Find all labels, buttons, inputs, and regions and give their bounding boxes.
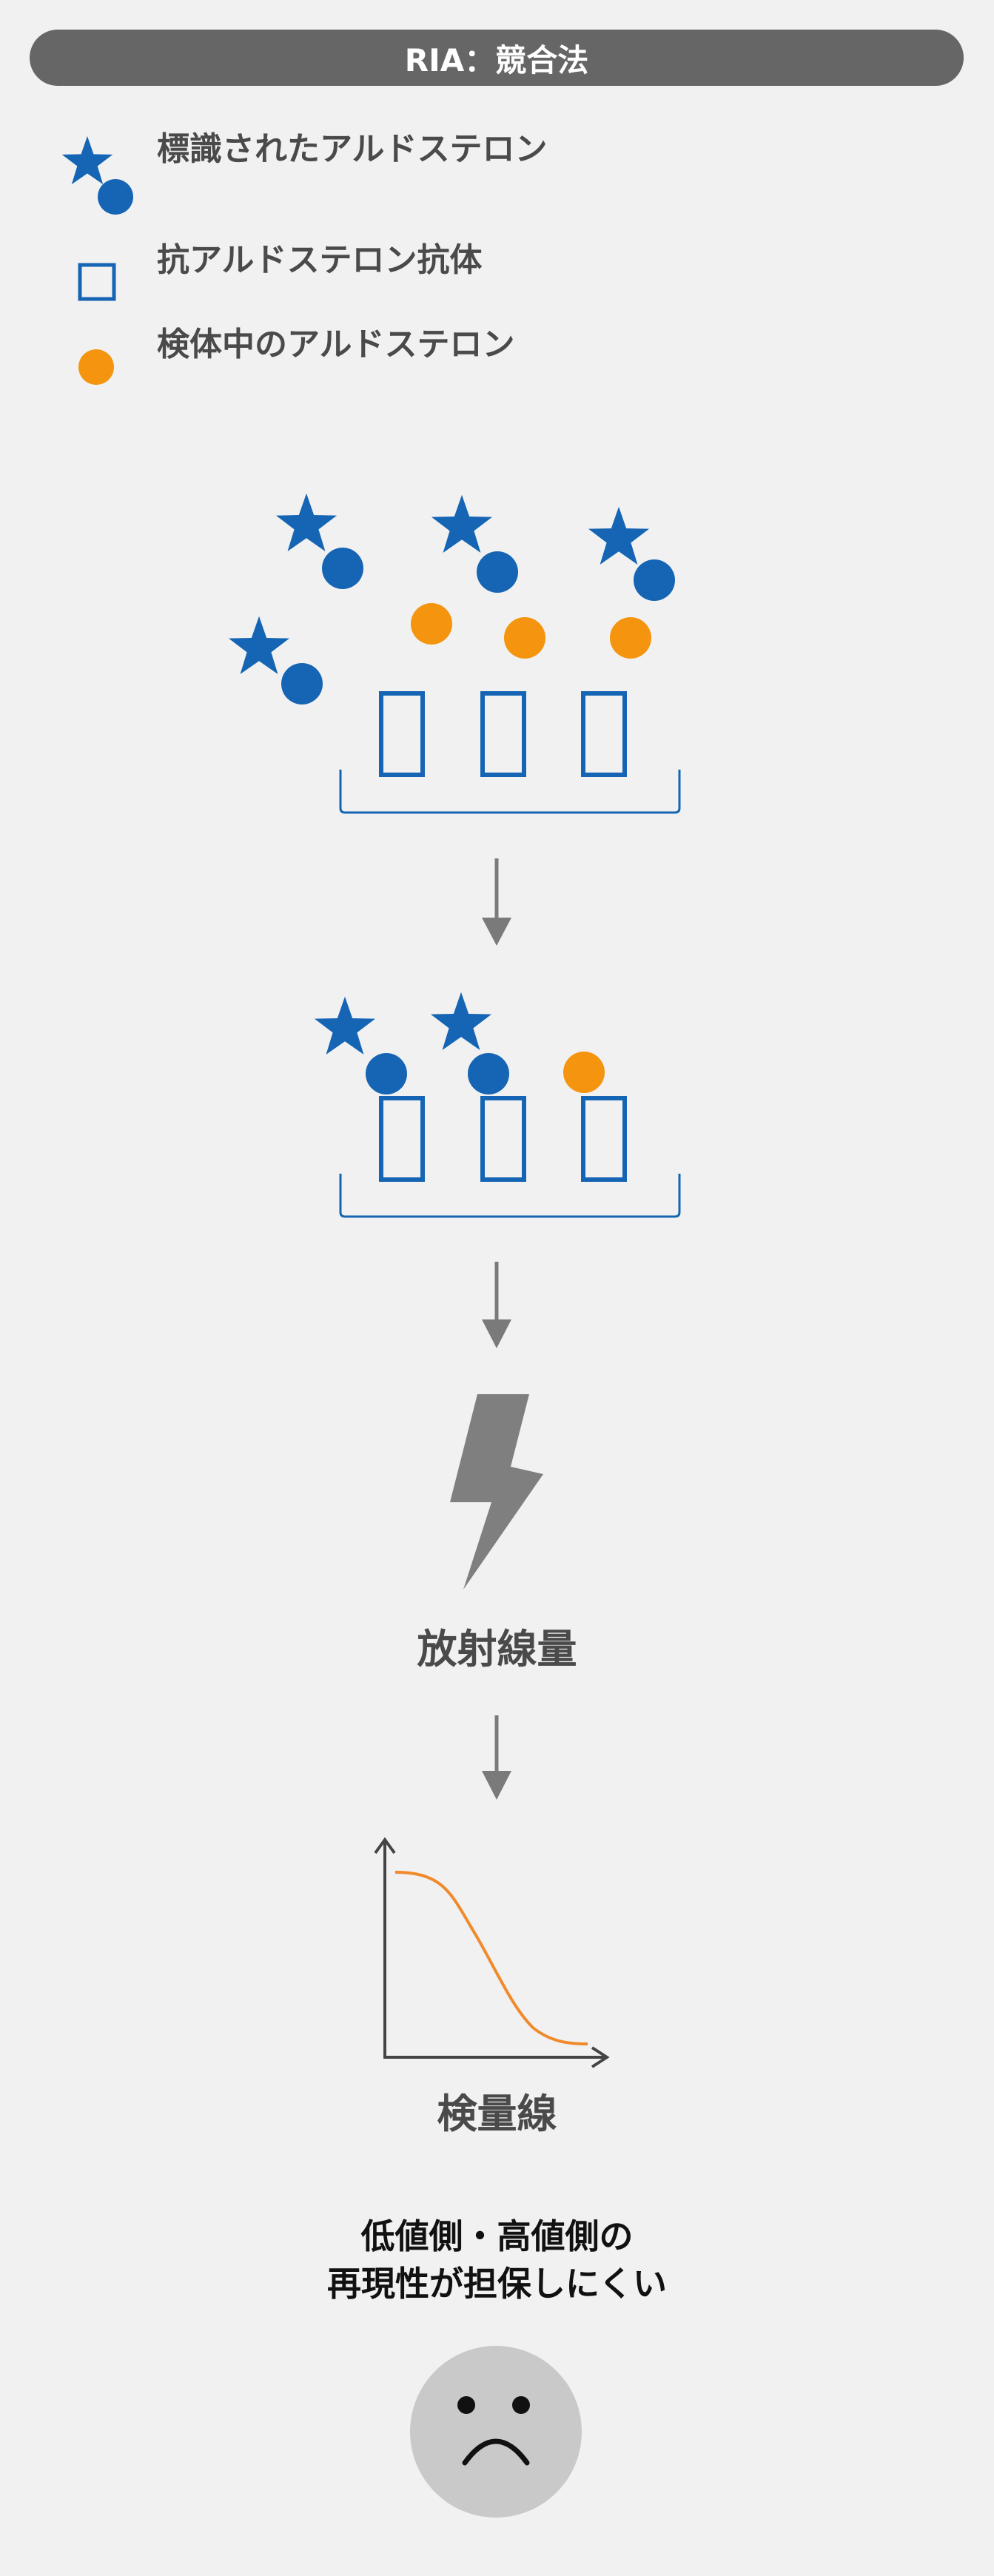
legend-label: 標識されたアルドステロン <box>157 130 548 168</box>
legend-label: 抗アルドステロン抗体 <box>157 241 483 279</box>
legend-item-sample-aldosterone: 検体中のアルドステロン <box>0 326 994 404</box>
solid-phase-bracket <box>339 770 681 814</box>
arrow-down-icon <box>482 1715 511 1800</box>
sad-face-icon <box>410 2346 582 2518</box>
calibration-curve-label: 検量線 <box>437 2091 557 2137</box>
antibody <box>480 691 526 777</box>
bound-sample-aldosterone <box>563 1052 605 1093</box>
antibody <box>581 1096 627 1182</box>
lightning-bolt-icon <box>450 1394 543 1590</box>
arrow-down-icon <box>482 1262 511 1348</box>
bound-labeled-aldosterone <box>430 992 509 1094</box>
legend-item-labeled-aldosterone: 標識されたアルドステロン <box>0 130 994 192</box>
star-with-dot-icon <box>61 136 133 215</box>
sample-aldosterone <box>504 617 545 659</box>
orange-dot-icon <box>78 349 114 385</box>
legend-item-antibody: 抗アルドステロン抗体 <box>0 241 994 320</box>
antibody <box>379 691 425 777</box>
page-title: RIA：競合法 <box>404 41 589 78</box>
sample-aldosterone <box>610 617 651 659</box>
labeled-aldosterone <box>431 494 518 593</box>
calibration-curve <box>394 1871 588 2045</box>
arrow-down-icon <box>482 858 511 946</box>
calibration-curve-chart <box>374 1837 610 2068</box>
labeled-aldosterone <box>275 493 363 589</box>
conclusion-line-1: 低値側・高値側の <box>360 2216 634 2256</box>
sample-aldosterone <box>411 603 452 645</box>
antibody <box>581 691 627 777</box>
legend-label: 検体中のアルドステロン <box>157 326 515 363</box>
bound-labeled-aldosterone <box>314 996 407 1094</box>
step-initial-mixture <box>228 493 681 814</box>
solid-phase-bracket <box>339 1174 681 1218</box>
step-bound-complex <box>314 992 681 1218</box>
antibody <box>480 1096 526 1182</box>
page-title-bar: RIA：競合法 <box>30 30 964 86</box>
labeled-aldosterone <box>228 616 323 704</box>
conclusion-line-2: 再現性が担保しにくい <box>326 2264 668 2304</box>
antibody <box>379 1096 425 1182</box>
labeled-aldosterone <box>588 506 675 601</box>
square-outline-icon <box>78 263 116 301</box>
conclusion-text: 低値側・高値側の 再現性が担保しにくい <box>0 2213 994 2307</box>
radiation-dose-label: 放射線量 <box>417 1626 577 1672</box>
